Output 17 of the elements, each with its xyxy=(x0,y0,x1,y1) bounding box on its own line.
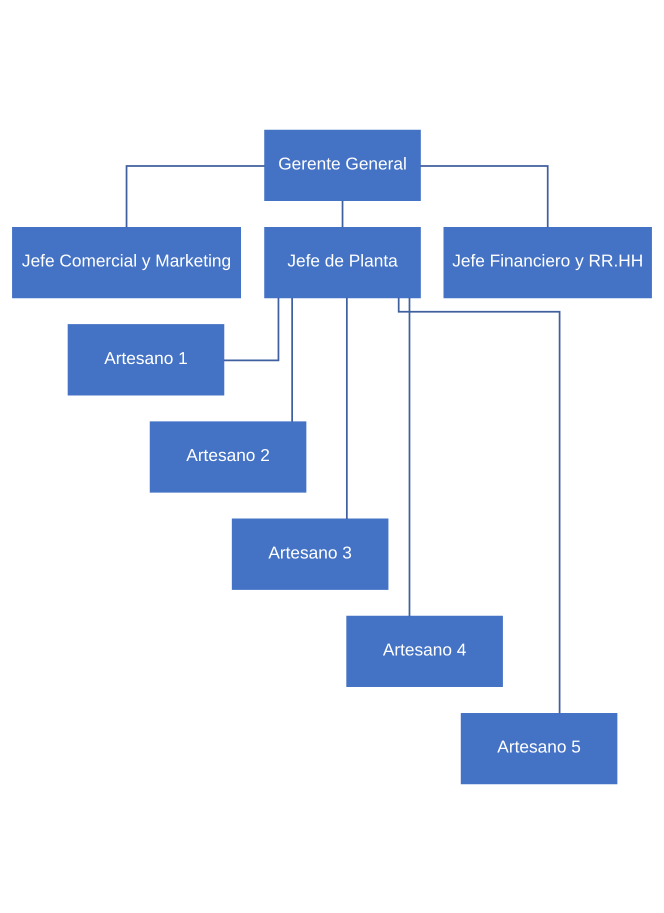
connector xyxy=(420,164,549,227)
connector xyxy=(408,297,410,616)
node-box: Jefe Comercial y Marketing xyxy=(12,226,242,298)
connector xyxy=(342,200,344,227)
connector xyxy=(291,297,293,422)
connector xyxy=(224,297,280,361)
node-box: Jefe Financiero y RR.HH xyxy=(444,226,652,298)
node-box: Gerente General xyxy=(264,129,421,201)
node-box: Jefe de Planta xyxy=(264,226,421,298)
connector xyxy=(398,297,560,713)
node-box: Artesano 3 xyxy=(232,518,388,590)
node-box: Artesano 4 xyxy=(346,615,503,687)
connector xyxy=(126,164,265,227)
connector xyxy=(346,297,348,518)
node-box: Artesano 2 xyxy=(150,420,306,492)
node-box: Artesano 1 xyxy=(68,324,224,395)
node-box: Artesano 5 xyxy=(460,712,618,784)
